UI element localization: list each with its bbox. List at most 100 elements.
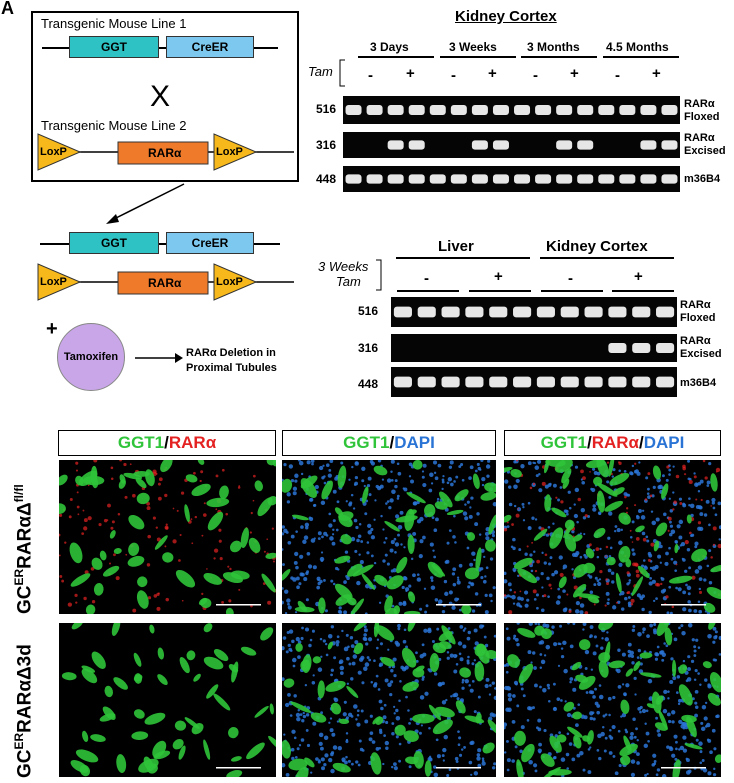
rara-signal <box>682 466 687 471</box>
tubule-shape <box>544 494 552 512</box>
nucleus-dot <box>551 625 555 629</box>
rara-signal <box>199 479 202 483</box>
nucleus-dot <box>531 706 535 710</box>
nucleus-dot <box>430 576 434 580</box>
tubule-shape <box>75 749 99 763</box>
rara-signal <box>666 465 670 469</box>
nucleus-dot <box>682 558 686 562</box>
tubule-shape <box>191 483 211 496</box>
nucleus-dot <box>686 677 692 682</box>
rara-signal <box>712 526 717 531</box>
rara-signal <box>176 509 179 512</box>
nucleus-dot <box>636 514 639 518</box>
nucleus-dot <box>349 636 354 640</box>
rara-signal <box>634 504 637 507</box>
tubule-shape <box>118 479 126 489</box>
gel-band <box>608 376 627 388</box>
nucleus-dot <box>484 610 489 614</box>
nucleus-dot <box>287 643 291 648</box>
nucleus-dot <box>337 746 342 751</box>
gel-bot-strip-1 <box>391 334 677 362</box>
gel-band <box>387 140 404 150</box>
nucleus-dot <box>390 479 394 482</box>
nucleus-dot <box>662 774 667 777</box>
nucleus-dot <box>433 528 438 533</box>
tubule-shape <box>104 685 113 698</box>
nucleus-dot <box>397 627 401 631</box>
nucleus-dot <box>394 479 398 483</box>
loxp-left-label: LoxP <box>40 146 67 158</box>
header-segment: DAPI <box>394 433 435 452</box>
nucleus-dot <box>604 736 608 740</box>
tubule-shape <box>91 651 106 669</box>
tubule-shape <box>521 743 535 763</box>
nucleus-dot <box>513 460 517 464</box>
nucleus-dot <box>687 460 691 463</box>
rara-signal <box>110 477 114 481</box>
nucleus-dot <box>529 553 533 557</box>
nucleus-dot <box>329 460 334 463</box>
nucleus-dot <box>559 486 563 489</box>
rara-signal <box>165 597 169 602</box>
bsign-line-2 <box>541 290 603 292</box>
nucleus-dot <box>337 609 342 614</box>
nucleus-dot <box>333 697 337 701</box>
nucleus-dot <box>292 664 296 668</box>
tubule-shape <box>172 739 184 750</box>
nucleus-dot <box>377 688 381 691</box>
nucleus-dot <box>693 649 697 653</box>
rara-signal <box>108 562 112 565</box>
nucleus-dot <box>327 633 333 639</box>
nucleus-dot <box>294 611 298 614</box>
nucleus-dot <box>422 535 426 540</box>
nucleus-dot <box>654 657 659 661</box>
rara-signal <box>605 555 607 557</box>
nucleus-dot <box>484 575 487 578</box>
rara-signal <box>649 494 653 498</box>
nucleus-dot <box>282 677 285 681</box>
nucleus-dot <box>659 561 662 564</box>
tubule-shape <box>623 735 632 752</box>
rara-signal <box>689 531 692 535</box>
nucleus-dot <box>422 482 427 488</box>
tubule-shape <box>372 716 381 725</box>
nucleus-dot <box>655 597 658 601</box>
tubule-shape <box>254 480 263 492</box>
tubule-shape <box>174 720 187 731</box>
rara-signal <box>107 503 111 508</box>
nucleus-dot <box>304 683 308 687</box>
tubule-shape <box>393 605 401 614</box>
tubule-shape <box>678 684 693 706</box>
nucleus-dot <box>645 535 649 539</box>
nucleus-dot <box>459 657 464 662</box>
tubule-shape <box>615 572 622 593</box>
rara-signal <box>237 486 241 489</box>
nucleus-dot <box>643 565 647 569</box>
nucleus-dot <box>579 603 585 608</box>
nucleus-dot <box>584 667 588 670</box>
nucleus-dot <box>442 747 447 753</box>
nucleus-dot <box>678 719 683 725</box>
nucleus-dot <box>627 601 632 606</box>
nucleus-dot <box>300 472 304 476</box>
nucleus-dot <box>370 680 374 684</box>
tubule-shape <box>91 557 103 570</box>
rara-signal <box>59 533 61 537</box>
nucleus-dot <box>709 750 713 755</box>
tubule-shape <box>213 649 229 662</box>
nucleus-dot <box>430 579 434 582</box>
rara-signal <box>531 541 534 544</box>
tubule-shape <box>261 573 276 593</box>
rara-signal <box>560 500 564 504</box>
tubule-shape <box>230 756 242 762</box>
nucleus-dot <box>317 531 322 536</box>
nucleus-dot <box>492 586 496 590</box>
nucleus-dot <box>331 533 335 536</box>
tubule-shape <box>99 550 107 561</box>
rara-signal <box>64 541 67 544</box>
rara-signal <box>77 513 80 516</box>
nucleus-dot <box>535 593 539 597</box>
gel-band <box>465 376 484 388</box>
